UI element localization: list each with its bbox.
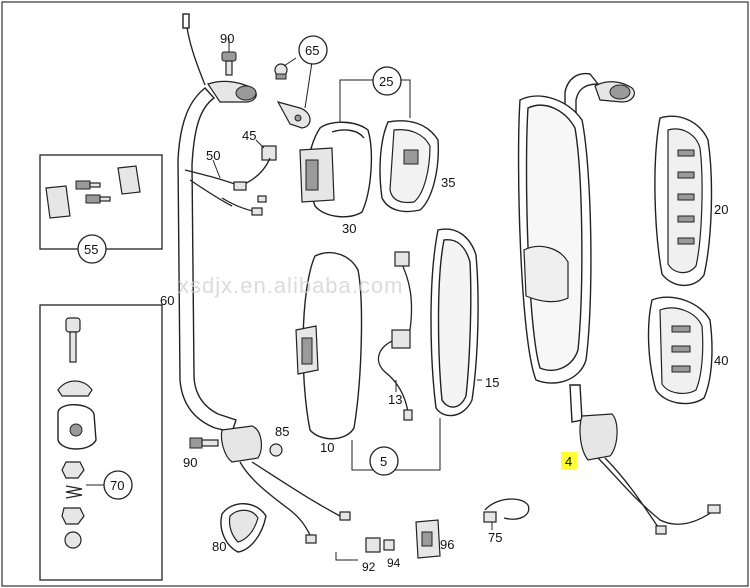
vent-20 [654, 115, 713, 287]
label-90-top: 90 [220, 31, 234, 46]
label-75: 75 [488, 530, 502, 545]
label-80: 80 [212, 539, 226, 554]
label-40: 40 [714, 353, 728, 368]
label-96: 96 [440, 537, 454, 552]
label-4: 4 [565, 454, 572, 469]
callout-circle-55 [77, 234, 107, 264]
screw-clip-65 [274, 57, 313, 129]
small-parts-92-94-96 [335, 519, 441, 561]
kit-box-55 [39, 154, 163, 250]
mirror-glass-35 [379, 120, 440, 213]
callout-circle-5 [369, 446, 399, 476]
callout-circle-25 [372, 66, 402, 96]
label-94: 94 [387, 556, 401, 570]
highlight-box-4 [561, 452, 577, 470]
label-50: 50 [206, 148, 220, 163]
wire-harness-50 [184, 157, 271, 216]
callout-circle-70 [103, 470, 133, 500]
label-55: 55 [84, 242, 98, 257]
label-70: 70 [110, 478, 124, 493]
bolt-90-top [221, 38, 237, 76]
vent-40 [647, 296, 713, 405]
label-45: 45 [242, 128, 256, 143]
lower-mount [189, 425, 351, 544]
label-35: 35 [441, 175, 455, 190]
mirror-assembly-4 [517, 72, 721, 535]
lower-housing-10 [295, 252, 363, 440]
label-25: 25 [379, 74, 393, 89]
label-92: 92 [362, 560, 376, 574]
label-10: 10 [320, 440, 334, 455]
leader-5 [351, 418, 441, 471]
watermark-text: xsdjx.en.alibaba.com [178, 273, 403, 298]
callout-circle-65 [298, 35, 328, 65]
kit-box-70 [39, 304, 163, 581]
label-5: 5 [380, 454, 387, 469]
label-30: 30 [342, 221, 356, 236]
motor-housing-30 [299, 121, 373, 218]
label-60: 60 [160, 293, 174, 308]
bracket-45 [255, 139, 277, 161]
label-85: 85 [275, 424, 289, 439]
tie-strap-75 [483, 498, 530, 530]
cap-80 [220, 503, 267, 553]
label-13: 13 [388, 392, 402, 407]
label-15: 15 [485, 375, 499, 390]
mirror-arm-60 [177, 13, 257, 433]
label-20: 20 [714, 202, 728, 217]
label-90-bottom: 90 [183, 455, 197, 470]
harness-13 [377, 251, 413, 421]
lower-mirror-15 [430, 228, 482, 417]
label-65: 65 [305, 43, 319, 58]
